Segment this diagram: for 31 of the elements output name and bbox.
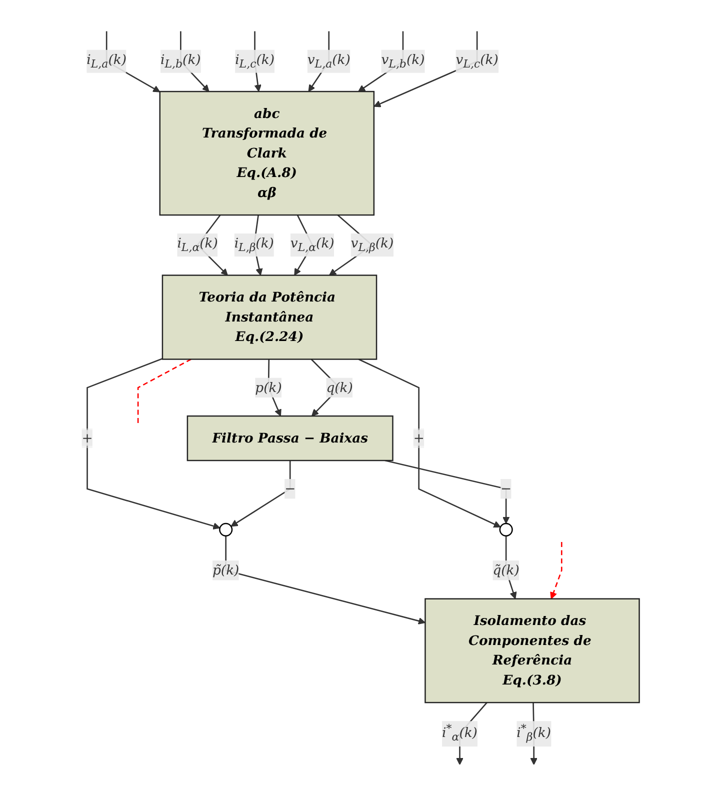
edge-label: i$_{L,b}$(k): [160, 51, 201, 71]
edge-label: i$_{L,a}$(k): [86, 51, 126, 71]
edge-label: −: [500, 480, 512, 496]
edge-label: q(k): [326, 379, 353, 396]
block: [219, 522, 233, 536]
edge-label: v$_{L,c}$(k): [456, 51, 498, 71]
block: [499, 522, 513, 536]
edge-label: i$_{L,α}$(k): [177, 235, 218, 254]
edge-label: i$_{L,c}$(k): [235, 51, 274, 71]
block: Teoria da Potência Instantânea Eq.(2.24): [162, 274, 378, 360]
edge-label: +: [82, 430, 93, 446]
edge-label: i$^{*}$$_{α}$(k): [442, 722, 478, 744]
arrow: [358, 358, 501, 528]
edge-label: q̃(k): [492, 562, 520, 578]
block: abc Transformada de Clark Eq.(A.8) αβ: [159, 90, 375, 216]
edge-label: v$_{L,α}$(k): [290, 235, 334, 254]
edge-label: i$_{L,β}$(k): [234, 235, 274, 254]
arrow: [86, 358, 220, 530]
arrow: [225, 536, 426, 624]
edge-label: v$_{L,β}$(k): [350, 235, 394, 254]
edge-label: p̃(k): [212, 562, 240, 578]
arrow: [230, 460, 291, 527]
edge-label: i$^{*}$$_{β}$(k): [516, 722, 552, 744]
edge-label: v$_{L,b}$(k): [381, 51, 425, 71]
arrow: [550, 542, 562, 600]
block: Filtro Passa − Baixas: [186, 415, 394, 462]
edge-label: p(k): [255, 379, 282, 396]
block: Isolamento das Componentes de Referência Eq.(3.8): [424, 598, 640, 704]
edge-label: v$_{L,a}$(k): [307, 51, 350, 71]
edge-label: −: [284, 480, 296, 496]
edge-label: +: [413, 430, 424, 446]
